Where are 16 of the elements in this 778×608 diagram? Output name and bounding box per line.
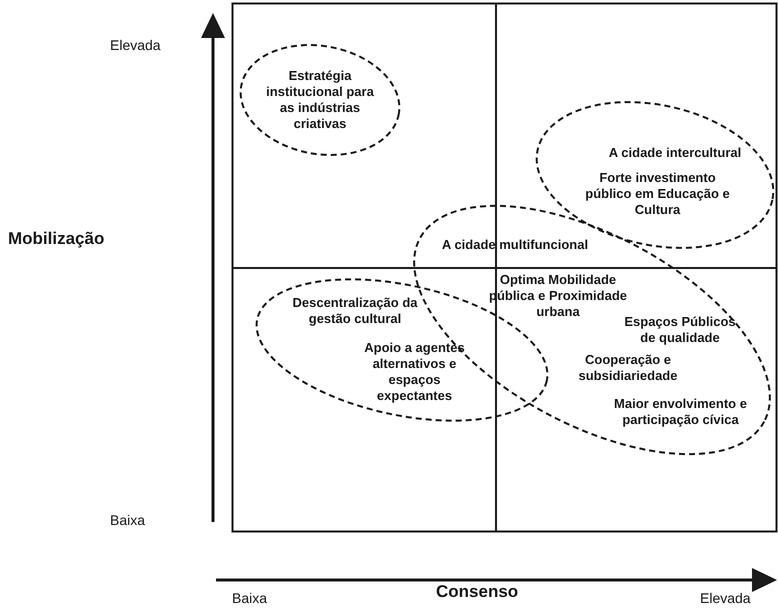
cluster-label: Descentralização da gestão cultural — [291, 295, 418, 327]
cluster-label: Espaços Públicos de qualidade — [623, 314, 737, 346]
axis-title: Mobilização — [8, 230, 104, 247]
cluster-heading: A cidade intercultural — [608, 145, 742, 161]
cluster-label: Forte investimento público em Educação e Cultura — [584, 170, 731, 218]
axis-end-label: Elevada — [110, 37, 161, 54]
axis-title: Consenso — [436, 583, 518, 600]
dashed-ellipse — [238, 43, 401, 157]
cluster-label: Estratégia institucional para as indústrias criativas — [265, 68, 375, 132]
cluster-label: Apoio a agentes alternativos e espaços expectantes — [363, 340, 466, 404]
cluster-heading: A cidade multifuncional — [440, 237, 590, 253]
axis-end-label: Elevada — [700, 590, 751, 607]
cluster-label: Maior envolvimento e participação cívica — [613, 396, 748, 428]
cluster-label: Cooperação e subsidiariedade — [578, 352, 678, 384]
axis-end-label: Baixa — [232, 590, 268, 607]
axis-end-label: Baixa — [110, 512, 146, 529]
